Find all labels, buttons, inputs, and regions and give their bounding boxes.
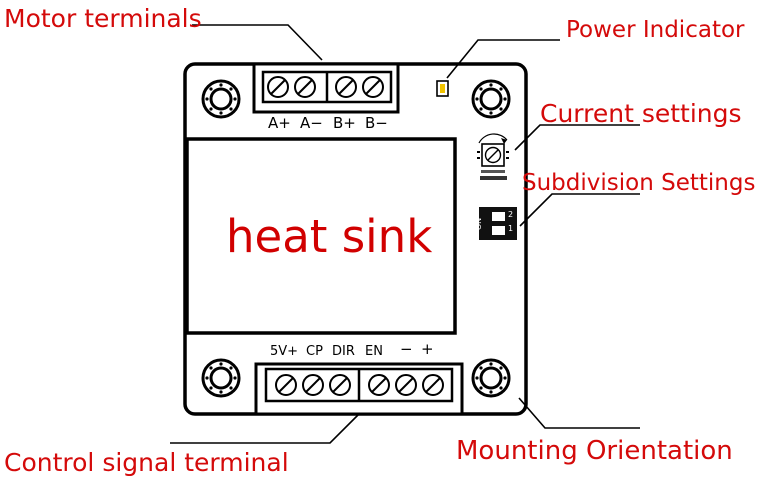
current-potentiometer xyxy=(477,133,509,180)
dip-on-label: ON xyxy=(474,217,484,231)
control-screw xyxy=(368,374,390,396)
dip-position-label: 1 xyxy=(508,224,514,233)
motor-pin-label: A− xyxy=(300,114,323,132)
leader-lines xyxy=(170,24,640,444)
motor-pin-label: A+ xyxy=(268,114,291,132)
control-pin-label: + xyxy=(421,340,434,358)
callout-current-settings: Current settings xyxy=(540,99,742,128)
motor-screw xyxy=(267,76,289,98)
mounting-hole-bottom-left xyxy=(201,358,241,398)
callout-subdivision-settings: Subdivision Settings xyxy=(522,170,756,196)
control-pin-label: 5V+ xyxy=(270,344,299,359)
mounting-hole-top-right xyxy=(471,79,511,119)
leader-power-indicator xyxy=(446,39,560,79)
heat-sink-label: heat sink xyxy=(226,210,433,263)
motor-screw xyxy=(362,76,384,98)
leader-subdivision-settings xyxy=(519,193,640,227)
control-pin-label: − xyxy=(400,340,413,358)
leader-control-signal xyxy=(170,412,361,444)
leader-mounting-orientation xyxy=(518,397,640,429)
control-screw xyxy=(275,374,297,396)
motor-screw xyxy=(294,76,316,98)
control-terminal-block xyxy=(254,362,464,416)
dip-switch xyxy=(479,207,517,240)
leader-motor-terminals xyxy=(192,24,323,61)
control-pin-label: EN xyxy=(365,344,383,359)
power-led xyxy=(436,80,449,97)
control-screw xyxy=(329,374,351,396)
mounting-hole-bottom-right xyxy=(471,358,511,398)
control-screw xyxy=(422,374,444,396)
motor-pin-label: B+ xyxy=(333,114,356,132)
motor-screw xyxy=(335,76,357,98)
callout-motor-terminals: Motor terminals xyxy=(4,4,202,33)
callout-power-indicator: Power Indicator xyxy=(566,17,745,43)
heat-sink xyxy=(185,137,457,335)
motor-pin-label: B− xyxy=(365,114,388,132)
control-screw xyxy=(395,374,417,396)
dip-position-label: 2 xyxy=(508,210,514,219)
control-pin-label: DIR xyxy=(332,344,355,359)
mounting-hole-top-left xyxy=(201,79,241,119)
control-pin-label: CP xyxy=(306,344,323,359)
control-screw xyxy=(302,374,324,396)
callout-mounting-orientation: Mounting Orientation xyxy=(456,436,733,466)
callout-control-signal-terminal: Control signal terminal xyxy=(4,448,289,477)
leader-current-settings xyxy=(514,124,640,151)
motor-terminal-block xyxy=(252,62,400,114)
